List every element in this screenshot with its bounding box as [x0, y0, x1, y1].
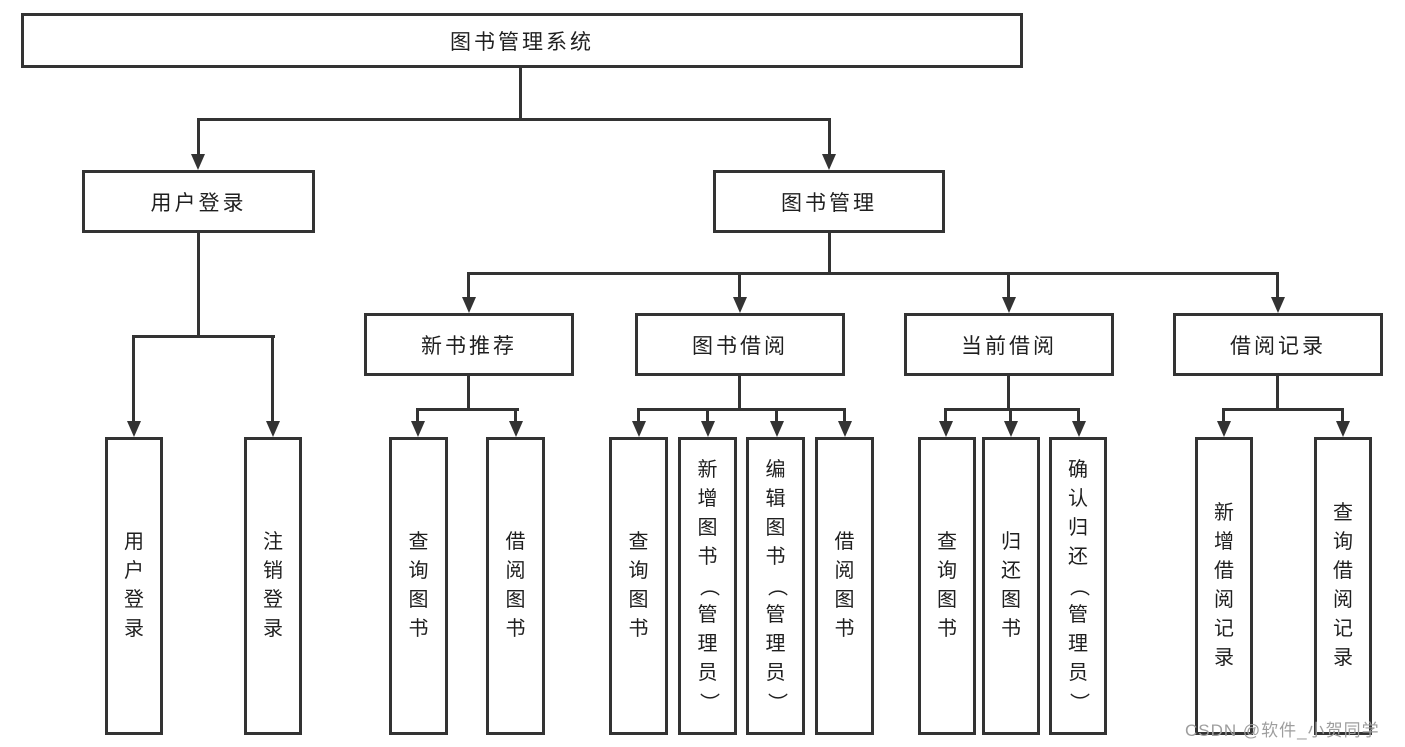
- connector-line: [197, 118, 200, 158]
- arrowhead-icon: [509, 421, 523, 437]
- node-book-management: 图书管理: [713, 170, 945, 233]
- connector-line: [944, 408, 947, 424]
- arrowhead-icon: [191, 154, 205, 170]
- connector-line: [519, 68, 522, 118]
- arrowhead-icon: [127, 421, 141, 437]
- connector-line: [132, 335, 135, 423]
- arrowhead-icon: [822, 154, 836, 170]
- arrowhead-icon: [266, 421, 280, 437]
- leaf-logout: 注销登录: [244, 437, 302, 735]
- arrowhead-icon: [770, 421, 784, 437]
- connector-line: [467, 272, 470, 300]
- connector-line: [738, 376, 741, 408]
- arrowhead-icon: [462, 297, 476, 313]
- leaf-borrow-books: 借阅图书: [815, 437, 874, 735]
- arrowhead-icon: [632, 421, 646, 437]
- connector-line: [1222, 408, 1225, 424]
- node-current-borrowing: 当前借阅: [904, 313, 1114, 376]
- connector-line: [197, 118, 831, 121]
- connector-line: [416, 408, 419, 424]
- arrowhead-icon: [733, 297, 747, 313]
- arrowhead-icon: [701, 421, 715, 437]
- connector-line: [271, 335, 274, 423]
- leaf-return-books: 归还图书: [982, 437, 1040, 735]
- node-book-borrowing: 图书借阅: [635, 313, 845, 376]
- leaf-add-borrow-record: 新增借阅记录: [1195, 437, 1253, 735]
- node-borrowing-records: 借阅记录: [1173, 313, 1383, 376]
- connector-line: [1009, 408, 1012, 424]
- connector-line: [637, 408, 640, 424]
- connector-line: [467, 376, 470, 408]
- arrowhead-icon: [838, 421, 852, 437]
- arrowhead-icon: [1271, 297, 1285, 313]
- leaf-user-login: 用户登录: [105, 437, 163, 735]
- connector-line: [132, 335, 275, 338]
- connector-line: [738, 272, 741, 300]
- connector-line: [1222, 408, 1344, 411]
- csdn-watermark: CSDN @软件_小贺同学: [1185, 721, 1380, 740]
- connector-line: [1007, 272, 1010, 300]
- leaf-query-books: 查询图书: [389, 437, 448, 735]
- connector-line: [1276, 272, 1279, 300]
- connector-line: [828, 233, 831, 272]
- connector-line: [197, 233, 200, 335]
- connector-line: [637, 408, 846, 411]
- arrowhead-icon: [1072, 421, 1086, 437]
- node-library-management-system: 图书管理系统: [21, 13, 1023, 68]
- connector-line: [1007, 376, 1010, 408]
- connector-line: [1276, 376, 1279, 408]
- node-user-login: 用户登录: [82, 170, 315, 233]
- connector-line: [828, 118, 831, 158]
- connector-line: [467, 272, 1279, 275]
- leaf-query-books: 查询图书: [918, 437, 976, 735]
- connector-line: [944, 408, 1080, 411]
- connector-line: [1341, 408, 1344, 424]
- connector-line: [775, 408, 778, 424]
- node-new-book-recommendation: 新书推荐: [364, 313, 574, 376]
- connector-line: [416, 408, 519, 411]
- leaf-query-borrow-record: 查询借阅记录: [1314, 437, 1372, 735]
- connector-line: [843, 408, 846, 424]
- arrowhead-icon: [1002, 297, 1016, 313]
- arrowhead-icon: [1004, 421, 1018, 437]
- leaf-confirm-return-admin: 确认归还（管理员）: [1049, 437, 1107, 735]
- arrowhead-icon: [1336, 421, 1350, 437]
- connector-line: [706, 408, 709, 424]
- arrowhead-icon: [411, 421, 425, 437]
- leaf-edit-books-admin: 编辑图书（管理员）: [746, 437, 805, 735]
- arrowhead-icon: [939, 421, 953, 437]
- connector-line: [514, 408, 517, 424]
- connector-line: [1077, 408, 1080, 424]
- leaf-query-books: 查询图书: [609, 437, 668, 735]
- leaf-borrow-books: 借阅图书: [486, 437, 545, 735]
- leaf-add-books-admin: 新增图书（管理员）: [678, 437, 737, 735]
- arrowhead-icon: [1217, 421, 1231, 437]
